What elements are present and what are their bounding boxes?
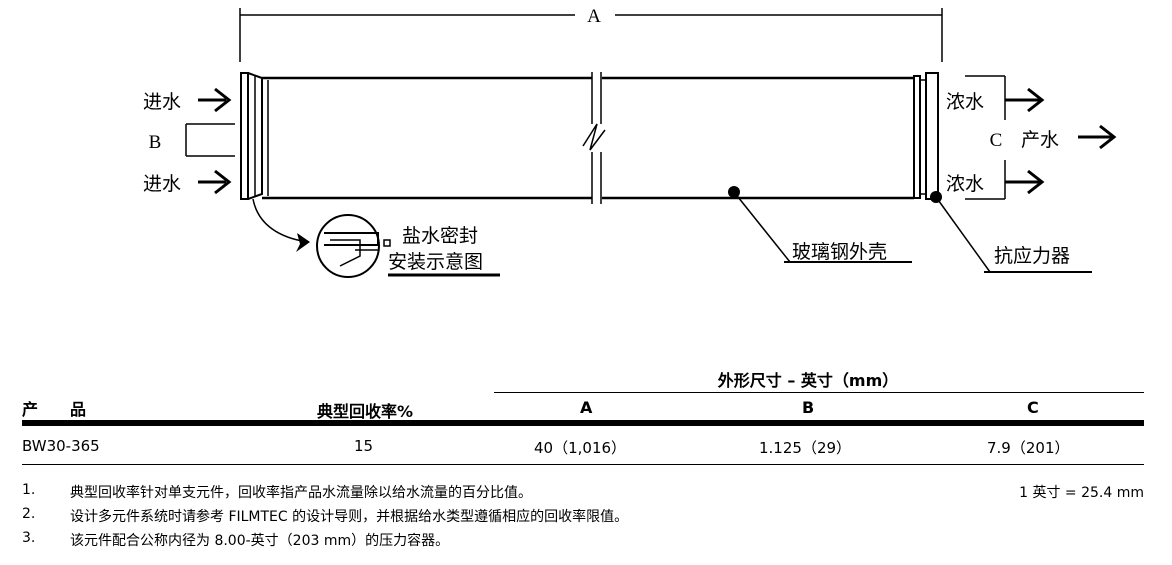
atd-leader	[935, 196, 991, 273]
group-header-rule	[494, 392, 1144, 393]
dim-c-label: C	[990, 130, 1003, 151]
atd-dot	[930, 191, 942, 203]
atd-label: 抗应力器	[994, 245, 1070, 267]
header-product: 产 品	[22, 400, 87, 419]
left-end-cap	[240, 72, 249, 200]
shell-dot	[728, 186, 740, 198]
unit-conversion: 1 英寸 = 25.4 mm	[1019, 485, 1144, 501]
cell-recovery: 15	[354, 437, 374, 455]
cell-product: BW30-365	[22, 437, 100, 455]
note-text: 典型回收率针对单支元件，回收率指产品水流量除以给水流量的百分比值。	[70, 485, 532, 501]
header-c: C	[1027, 398, 1039, 417]
header-a: A	[580, 398, 593, 417]
table-group-header: 外形尺寸 – 英寸（mm）	[717, 371, 899, 390]
concentrate-label-top: 浓水	[946, 91, 984, 113]
note-number: 1.	[22, 482, 36, 498]
concentrate-label-bottom: 浓水	[946, 173, 984, 195]
dim-b-label: B	[149, 132, 162, 153]
cell-b: 1.125（29）	[759, 439, 852, 457]
feed-label-bottom: 进水	[143, 173, 181, 195]
permeate-label: 产水	[1021, 129, 1059, 151]
header-b: B	[802, 398, 815, 417]
note-text: 设计多元件系统时请参考 FILMTEC 的设计导则，并根据给水类型遵循相应的回收…	[70, 509, 629, 525]
note-text: 该元件配合公称内径为 8.00-英寸（203 mm）的压力容器。	[70, 533, 450, 549]
right-end-cap	[925, 72, 939, 200]
cell-a: 40（1,016）	[534, 439, 627, 457]
header-rule	[22, 420, 1144, 426]
feed-label-top: 进水	[143, 91, 181, 113]
seal-label-line2: 安装示意图	[388, 251, 483, 273]
shell-leader	[733, 191, 791, 263]
shell-label: 玻璃钢外壳	[792, 241, 887, 263]
header-recovery: 典型回收率%	[317, 402, 414, 421]
dim-a-label: A	[587, 6, 601, 27]
seal-label-line1: 盐水密封	[402, 225, 478, 247]
row-rule	[22, 464, 1144, 465]
note-number: 2.	[22, 506, 36, 522]
cell-c: 7.9（201）	[987, 439, 1070, 457]
element-diagram: A B C 进水 进水 浓水 浓水 产水 盐水密封 安装示意图 玻璃钢外壳 抗应…	[143, 4, 1117, 278]
note-number: 3.	[22, 530, 36, 546]
